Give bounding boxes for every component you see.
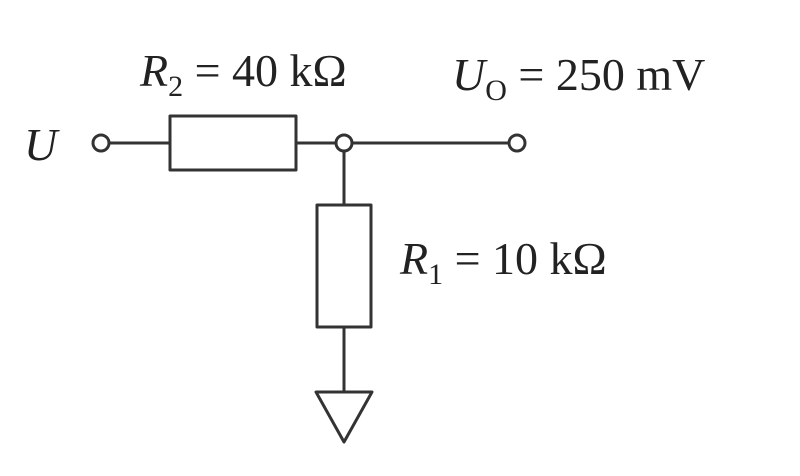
r2-value: = 40 kΩ bbox=[183, 45, 347, 96]
r1-subscript: 1 bbox=[428, 258, 443, 291]
r2-symbol: R bbox=[139, 45, 168, 96]
r1-value: = 10 kΩ bbox=[443, 233, 607, 284]
resistor-r1-label: R1 = 10 kΩ bbox=[399, 233, 607, 291]
output-symbol: U bbox=[452, 49, 488, 100]
r1-symbol: R bbox=[399, 233, 428, 284]
output-voltage-label: UO = 250 mV bbox=[452, 49, 705, 107]
output-value: = 250 mV bbox=[507, 49, 705, 100]
ground-icon bbox=[314, 390, 374, 444]
resistor-r1-body bbox=[315, 203, 373, 329]
resistor-r2-label: R2 = 40 kΩ bbox=[139, 45, 347, 103]
output-terminal-icon bbox=[507, 133, 527, 153]
resistor-r2-body bbox=[168, 114, 298, 172]
r2-subscript: 2 bbox=[168, 70, 183, 103]
input-terminal-icon bbox=[91, 133, 111, 153]
junction-node-icon bbox=[334, 133, 354, 153]
input-voltage-label: U bbox=[24, 119, 60, 170]
output-subscript: O bbox=[485, 74, 507, 107]
